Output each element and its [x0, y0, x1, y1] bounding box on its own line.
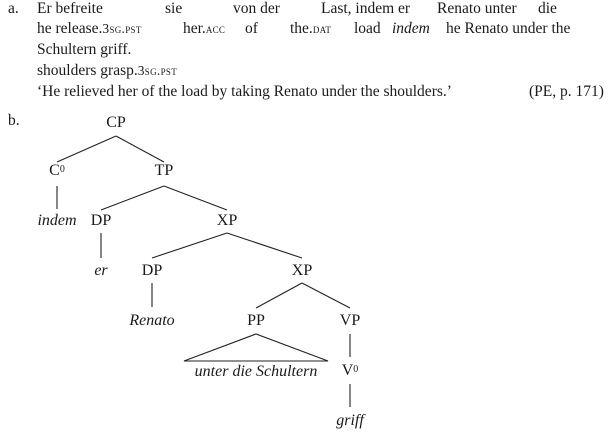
gloss-line2-word2: her.acc [183, 20, 226, 37]
free-translation: ‘He relieved her of the load by taking R… [37, 83, 452, 100]
gloss-line3: Schultern griff. [37, 41, 132, 58]
node-v0: V0 [341, 362, 359, 379]
gloss-line2-word4: the.dat [290, 20, 332, 37]
gloss-line1-word4: Last, indem er [321, 0, 411, 17]
gloss-line1-word3: von der [233, 0, 280, 17]
branch-xp-pp [255, 282, 303, 309]
node-xp-upper: XP [216, 212, 238, 229]
gloss-line1-word6: die [538, 0, 557, 17]
leaf-griff: griff [336, 412, 364, 429]
node-vp: VP [339, 312, 361, 329]
node-xp-lower: XP [291, 262, 313, 279]
gloss-line1-word1: Er befreite [37, 0, 103, 17]
gloss-line1-word2: sie [165, 0, 183, 17]
node-tp: TP [154, 162, 174, 179]
node-c0: C0 [49, 162, 65, 179]
pp-triangle [183, 333, 329, 362]
branch-cp-tp [115, 135, 165, 163]
leaf-unter-die-schultern: unter die Schultern [194, 363, 318, 380]
leaf-renato: Renato [129, 312, 175, 329]
example-a-label: a. [8, 0, 19, 17]
source-citation: (PE, p. 171) [529, 83, 604, 100]
node-cp: CP [106, 114, 126, 131]
node-dp-object: DP [141, 262, 163, 279]
gloss-line2-word1: he release.3sg.pst [37, 20, 142, 37]
branch-xp-xp [226, 232, 303, 259]
node-pp: PP [247, 312, 265, 329]
gloss-line4: shoulders grasp.3sg.pst [37, 62, 177, 79]
branch-tp-xp [163, 185, 228, 211]
gloss-line2-word6: indem [392, 20, 430, 37]
branch-cp-c [56, 135, 117, 163]
branch-xp-vp [301, 282, 351, 309]
gloss-line2-word7: he Renato under the [446, 20, 571, 37]
node-dp-subject: DP [90, 212, 112, 229]
gloss-line1-word5: Renato unter [437, 0, 517, 17]
branch-xp-dp [151, 232, 228, 259]
gloss-line2-word5: load [354, 20, 381, 37]
branch-tp-dp [100, 185, 165, 211]
gloss-line2-word3: of [245, 20, 258, 37]
leaf-er: er [94, 262, 108, 279]
leaf-indem: indem [37, 212, 77, 229]
example-b-label: b. [8, 112, 20, 129]
